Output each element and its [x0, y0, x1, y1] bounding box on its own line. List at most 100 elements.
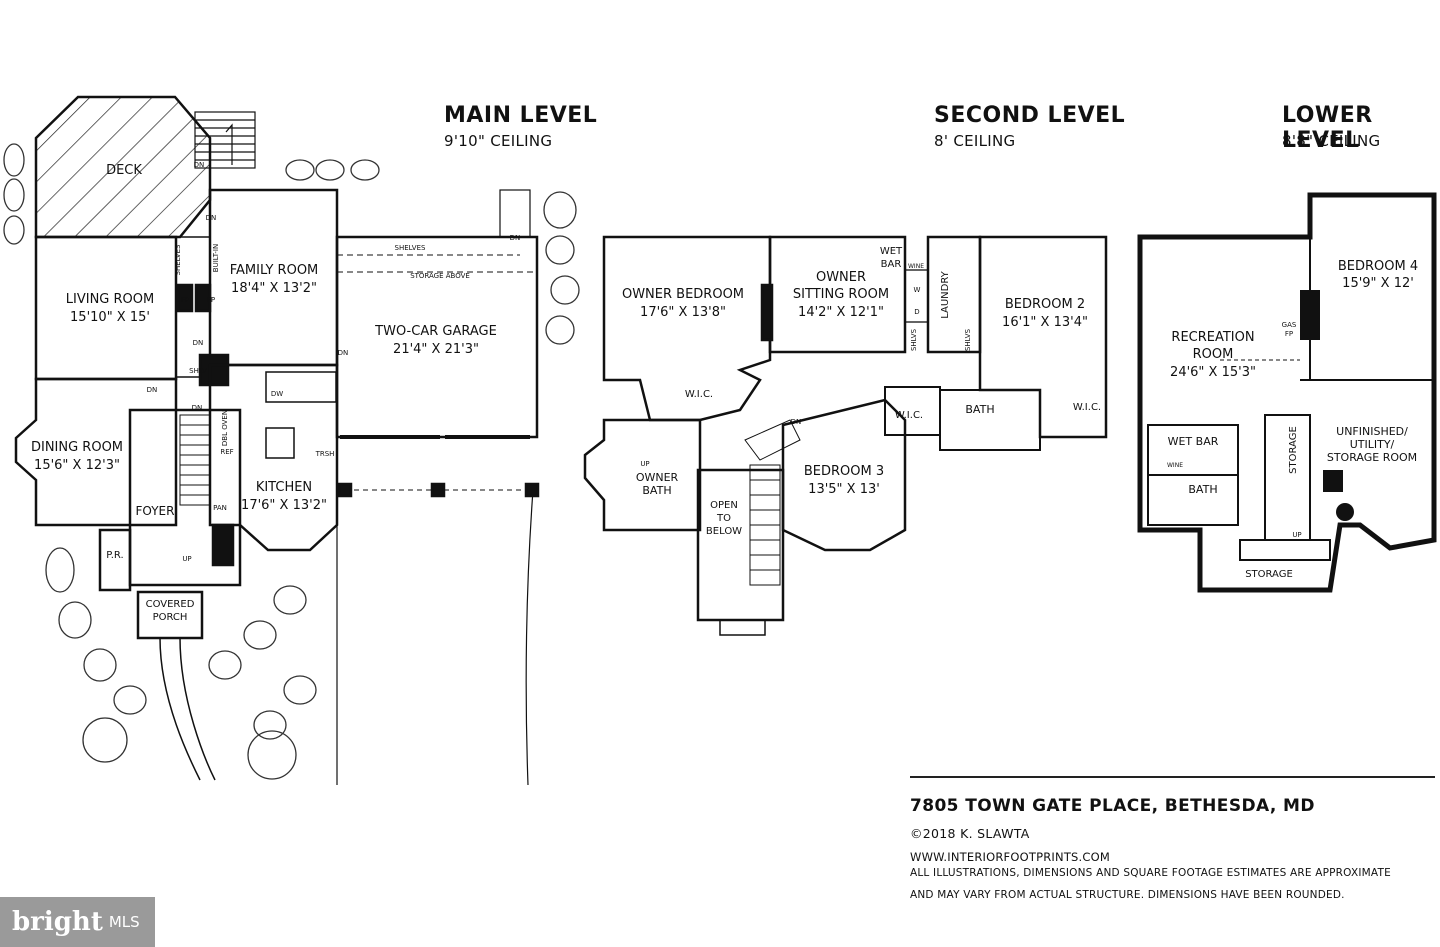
- bedroom-2-name: BEDROOM 2: [1005, 297, 1085, 312]
- second-level-title: SECOND LEVEL: [934, 103, 1126, 128]
- disclaimer-line-2: AND MAY VARY FROM ACTUAL STRUCTURE. DIME…: [910, 889, 1345, 901]
- living-room-dim: 15'10" X 15': [70, 310, 150, 325]
- recreation-2: ROOM: [1193, 347, 1234, 362]
- owner-sitting-2: SITTING ROOM: [793, 287, 889, 302]
- dn-label-5: DN: [147, 386, 158, 394]
- disclaimer-line-1: ALL ILLUSTRATIONS, DIMENSIONS AND SQUARE…: [910, 867, 1391, 879]
- up-label-1: UP: [182, 555, 191, 563]
- owner-sitting-1: OWNER: [816, 270, 866, 285]
- storage-lower-1: STORAGE: [1288, 426, 1299, 474]
- trsh-label: TRSH: [315, 450, 335, 458]
- shlvs-label-1: SHLVS: [910, 328, 918, 351]
- lower-level-title: LOWER LEVEL: [1282, 103, 1373, 153]
- footer-divider: [910, 776, 1435, 778]
- logo-suffix: MLS: [108, 913, 140, 931]
- bedroom-4-dim: 15'9" X 12': [1342, 276, 1414, 291]
- bath-label-2: BATH: [965, 403, 994, 416]
- landscaping-shrubs: [3, 143, 580, 780]
- storage-above-label: STORAGE ABOVE: [410, 272, 470, 280]
- porch-label-1: COVERED: [146, 599, 195, 610]
- main-level-ceiling: 9'10" CEILING: [444, 132, 553, 150]
- dining-room-dim: 15'6" X 12'3": [34, 458, 120, 473]
- room-labels: DECK LIVING ROOM 15'10" X 15' FAMILY ROO…: [31, 163, 1418, 623]
- main-level-plan: [14, 95, 540, 786]
- covered-porch-outline: [136, 590, 204, 640]
- owner-bedroom-name: OWNER BEDROOM: [622, 287, 744, 302]
- open-below-3: BELOW: [706, 526, 742, 537]
- main-level-title: MAIN LEVEL: [444, 103, 598, 128]
- wet-bar-1: WET: [880, 246, 903, 257]
- garage-dim: 21'4" X 21'3": [393, 342, 479, 357]
- laundry-outline: [926, 235, 982, 354]
- living-room-name: LIVING ROOM: [66, 292, 154, 307]
- bedroom-3-outline: [781, 398, 907, 552]
- d-label: D: [914, 308, 919, 316]
- storage-lower-2: STORAGE: [1245, 569, 1293, 580]
- dn-label-1: DN: [194, 161, 205, 169]
- built-in-label: BUILT-IN: [212, 244, 220, 272]
- dn-label-7: DN: [338, 349, 349, 357]
- website-text: WWW.INTERIORFOOTPRINTS.COM: [910, 850, 1111, 864]
- wic-label-2: W.I.C.: [895, 410, 923, 421]
- bright-mls-logo: bright MLS: [0, 897, 155, 947]
- deck-label: DECK: [106, 163, 142, 178]
- dbl-oven-label: DBL OVEN: [221, 410, 229, 446]
- wet-bar-lower: WET BAR: [1168, 435, 1219, 448]
- deck-stairs: [194, 111, 256, 169]
- up-label-2: UP: [640, 460, 649, 468]
- dn-label-4: DN: [193, 339, 204, 347]
- copyright-text: ©2018 K. SLAWTA: [910, 826, 1030, 841]
- fp-label-1: FP: [181, 296, 189, 304]
- second-level-plan: [583, 235, 1108, 636]
- foyer-outline: [128, 408, 242, 587]
- bedroom-3-name: BEDROOM 3: [804, 464, 884, 479]
- wine-label-lower: WINE: [1167, 462, 1183, 469]
- lower-level-plan: [1137, 192, 1437, 593]
- bedroom-4-name: BEDROOM 4: [1338, 259, 1418, 274]
- wic-label-1: W.I.C.: [685, 389, 713, 400]
- second-stairs: [744, 419, 801, 586]
- shelves-label: SHELVES: [395, 244, 426, 252]
- unfinished-1: UNFINISHED/: [1336, 425, 1408, 438]
- logo-brand: bright: [12, 907, 103, 937]
- unfinished-3: STORAGE ROOM: [1327, 451, 1417, 464]
- open-below-1: OPEN: [710, 500, 738, 511]
- owner-bath-1: OWNER: [636, 471, 679, 484]
- gas-fp-2: FP: [1285, 330, 1293, 338]
- bedroom-3-dim: 13'5" X 13': [808, 482, 880, 497]
- bedroom-2-dim: 16'1" X 13'4": [1002, 315, 1088, 330]
- foyer-label: FOYER: [136, 504, 175, 518]
- bath-lower: BATH: [1188, 483, 1217, 496]
- family-room-name: FAMILY ROOM: [230, 263, 319, 278]
- w-label: W: [914, 286, 921, 294]
- kitchen-dim: 17'6" X 13'2": [241, 498, 327, 513]
- porch-label-2: PORCH: [153, 612, 188, 623]
- shlv-label: SHLV: [189, 367, 207, 375]
- lower-level-outline: [1137, 192, 1437, 593]
- kitchen-name: KITCHEN: [256, 480, 312, 495]
- open-below-2: TO: [716, 513, 731, 524]
- shelves-vert-label: SHELVES: [174, 244, 182, 275]
- powder-room-label: P.R.: [106, 550, 123, 561]
- small-annotations: DN DN DN DN DN DN DN DN UP UP UP FP FP S…: [147, 161, 1302, 563]
- ref-label: REF: [220, 448, 233, 456]
- dw-label: DW: [271, 390, 283, 398]
- owner-bath-2: BATH: [642, 484, 671, 497]
- open-to-below-outline: [696, 468, 785, 622]
- dining-room-name: DINING ROOM: [31, 440, 123, 455]
- up-label-3: UP: [1292, 531, 1301, 539]
- gas-fp-1: GAS: [1282, 321, 1297, 329]
- second-level-ceiling: 8' CEILING: [934, 132, 1016, 150]
- owner-bedroom-dim: 17'6" X 13'8": [640, 305, 726, 320]
- dn-label-8: DN: [791, 418, 802, 426]
- dining-room-outline: [14, 377, 178, 527]
- wic-label-3: W.I.C.: [1073, 402, 1101, 413]
- powder-room-outline: [98, 528, 132, 592]
- dn-label-3: DN: [510, 234, 521, 242]
- main-stairs: [179, 414, 211, 506]
- dn-label-6: DN: [192, 404, 203, 412]
- wet-bar-2: BAR: [881, 259, 902, 270]
- laundry-label: LAUNDRY: [940, 270, 951, 318]
- living-room-outline: [34, 235, 178, 381]
